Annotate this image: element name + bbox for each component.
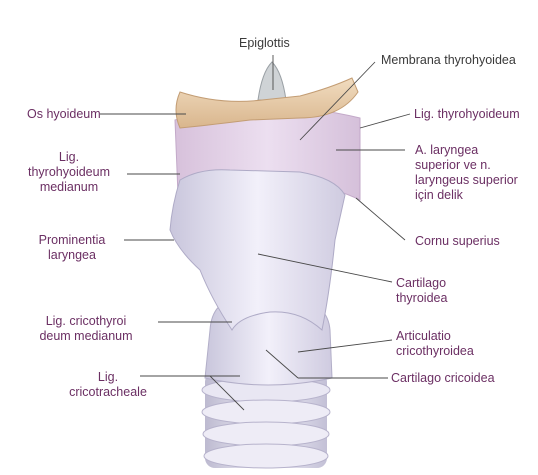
label-lig-cricotracheale: Lig. cricotracheale xyxy=(62,370,154,400)
thyroid-cartilage xyxy=(170,170,345,330)
label-lig-thyrohyoideum-medianum: Lig. thyrohyoideum medianum xyxy=(17,150,121,195)
label-os-hyoideum: Os hyoideum xyxy=(27,107,101,122)
label-cartilago-cricoidea: Cartilago cricoidea xyxy=(391,371,495,386)
label-membrana-thyrohyoidea: Membrana thyrohyoidea xyxy=(381,53,516,68)
leader-cornu xyxy=(356,198,405,240)
trachea xyxy=(202,372,330,468)
label-articulatio-cricothyroidea: Articulatio cricothyroidea xyxy=(396,329,474,359)
leader-lig-thyrohyoideum xyxy=(360,114,410,128)
epiglottis-shape xyxy=(258,62,286,100)
label-epiglottis: Epiglottis xyxy=(239,36,290,51)
label-prominentia-laryngea: Prominentia laryngea xyxy=(22,233,122,263)
label-lig-cricothyroideum-medianum: Lig. cricothyroi deum medianum xyxy=(18,314,154,344)
label-cartilago-thyroidea: Cartilago thyroidea xyxy=(396,276,447,306)
label-lig-thyrohyoideum: Lig. thyrohyoideum xyxy=(414,107,520,122)
label-cornu-superius: Cornu superius xyxy=(415,234,500,249)
label-a-laryngea-superior: A. laryngea superior ve n. laryngeus sup… xyxy=(415,143,518,203)
